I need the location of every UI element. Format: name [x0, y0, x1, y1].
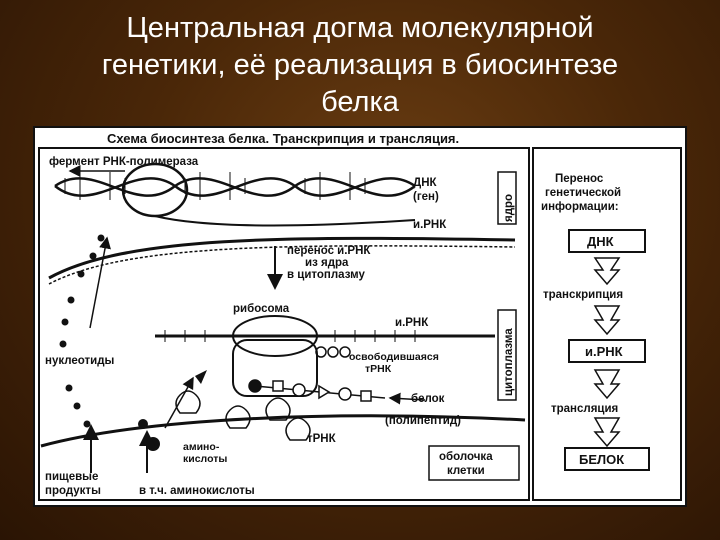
released-trna-label-1: освободившаяся	[349, 351, 439, 363]
flow-heading-3: информации:	[541, 201, 619, 213]
amino-acid-label-1: амино-	[183, 441, 220, 453]
flow-box-mrna-label: и.РНК	[585, 344, 623, 359]
dna-strand-2	[54, 177, 416, 197]
flow-box-protein-label: БЕЛОК	[579, 452, 624, 467]
amino-acid-dots	[138, 370, 207, 451]
flow-step-transcription: транскрипция	[543, 289, 623, 301]
nucleus-label-box	[497, 171, 517, 225]
title-line-2: генетики, её реализация в биосинтезе	[101, 49, 619, 81]
food-label-1: пищевые	[45, 471, 98, 483]
flow-box-dna	[568, 229, 646, 253]
nucleus-membrane-inner	[48, 245, 516, 285]
flow-arrow-3	[593, 369, 621, 400]
released-trna-icon	[315, 346, 351, 358]
nucleotides-label: нуклеотиды	[45, 355, 115, 367]
title-line-1: Центральная догма молекулярной	[126, 12, 594, 44]
gene-label: (ген)	[413, 191, 439, 203]
dna-base-pairs	[64, 172, 366, 200]
rna-polymerase-icon	[121, 162, 189, 218]
cell-membrane-label-box	[428, 445, 520, 481]
slide-title: Центральная догма молекулярной генетики,…	[40, 10, 680, 121]
title-line-3: белка	[321, 86, 399, 118]
transfer-label-3: в цитоплазму	[287, 269, 365, 281]
cytoplasm-label: цитоплазма	[503, 328, 515, 396]
trna-molecules	[175, 390, 311, 441]
flow-heading-1: Перенос	[555, 173, 604, 185]
released-trna-label-2: тРНК	[365, 363, 392, 375]
flow-step-translation: трансляция	[551, 403, 618, 415]
amino-acid-label-2: кислоты	[183, 453, 227, 465]
dna-label: ДНК	[413, 177, 437, 189]
protein-pointer	[388, 392, 426, 405]
cytoplasm-label-box	[497, 309, 517, 401]
flow-box-dna-label: ДНК	[587, 234, 614, 249]
food-label-2: продукты	[45, 485, 101, 497]
protein-biosynthesis-diagram: Схема биосинтеза белка. Транскрипция и т…	[33, 126, 687, 507]
flow-arrow-2	[593, 305, 621, 336]
transfer-label-2: из ядра	[305, 257, 349, 269]
diagram-svg: Схема биосинтеза белка. Транскрипция и т…	[38, 131, 682, 501]
amino-acid-arrow	[164, 376, 194, 429]
protein-label-2: (полипептид)	[385, 415, 461, 427]
trna-label: тРНК	[307, 433, 337, 445]
mrna-nucleus-strand	[154, 215, 416, 227]
mrna-label-cytoplasm: и.РНК	[395, 317, 429, 329]
cell-membrane-label-2: клетки	[447, 465, 485, 477]
transfer-label-1: перенос и.РНК	[287, 245, 371, 257]
nucleus-membrane-outer	[48, 236, 516, 280]
flow-box-protein	[564, 447, 650, 471]
flow-heading-2: генетической	[545, 187, 621, 199]
nucleotide-arrow-up	[89, 236, 111, 329]
food-label-3: в т.ч. аминокислоты	[139, 485, 255, 497]
nucleus-label: ядро	[503, 194, 515, 222]
polypeptide-chain	[248, 379, 386, 402]
ribosome-large-subunit	[232, 339, 318, 397]
ribosome-label: рибосома	[233, 303, 290, 315]
flow-arrow-1	[593, 257, 621, 286]
mrna-codon-ticks	[164, 330, 416, 342]
mrna-label-nucleus: и.РНК	[413, 219, 447, 231]
scheme-frame	[38, 147, 530, 501]
protein-label-1: белок	[411, 393, 445, 405]
cell-membrane-label-1: оболочка	[439, 451, 493, 463]
enzyme-label: фермент РНК-полимераза	[49, 156, 199, 168]
flow-frame	[532, 147, 682, 501]
flow-box-mrna	[568, 339, 646, 363]
diagram-heading: Схема биосинтеза белка. Транскрипция и т…	[107, 131, 459, 146]
flow-arrow-4	[593, 417, 621, 448]
